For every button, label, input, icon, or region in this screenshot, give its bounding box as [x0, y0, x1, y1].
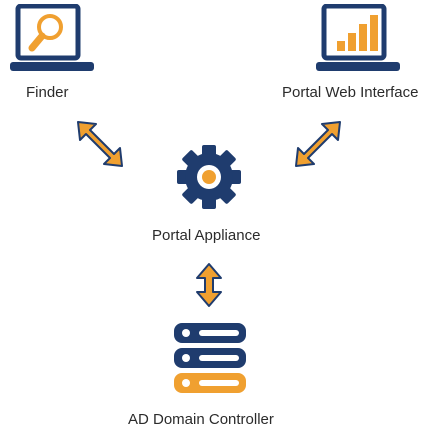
portal-web-label: Portal Web Interface — [282, 84, 419, 101]
ad-server-stack-icon — [171, 320, 249, 396]
finder-laptop-icon — [8, 4, 96, 74]
finder-appliance-double-arrow-icon — [74, 118, 130, 170]
appliance-label: Portal Appliance — [152, 227, 261, 244]
portal-appliance-double-arrow-icon — [290, 118, 346, 170]
portal-web-laptop-icon — [314, 4, 402, 74]
ad-label: AD Domain Controller — [128, 411, 274, 428]
finder-label: Finder — [26, 84, 69, 101]
appliance-ad-double-arrow-icon — [194, 262, 224, 308]
appliance-gear-icon — [172, 140, 246, 214]
